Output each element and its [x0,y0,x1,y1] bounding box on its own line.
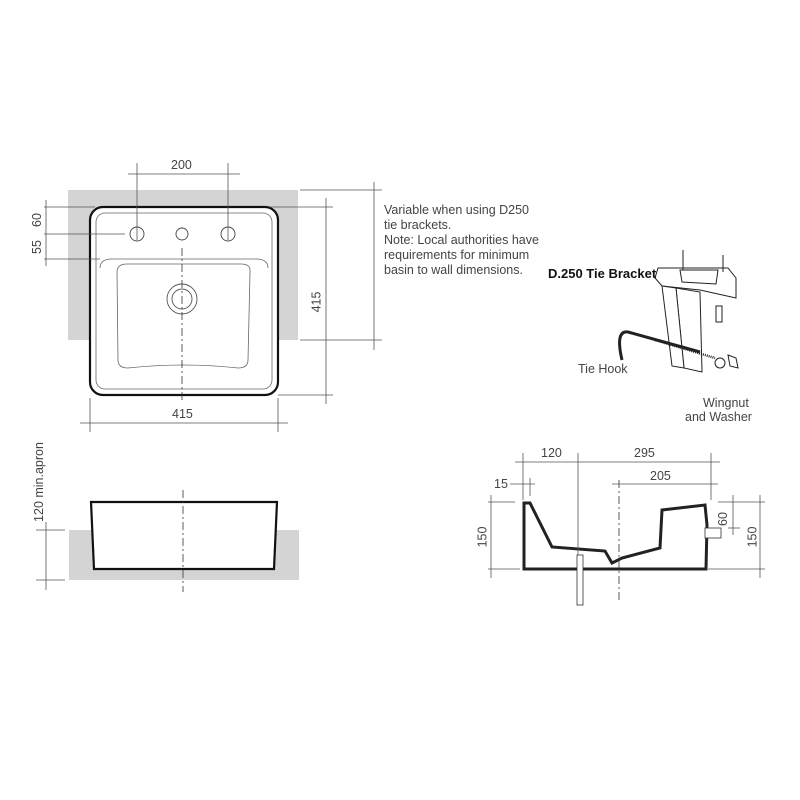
washer-label: and Washer [685,410,752,424]
dim-section-height-left: 150 [475,526,490,548]
note-line: basin to wall dimensions. [384,263,523,277]
bracket-title: D.250 Tie Bracket [548,266,657,281]
dim-depth: 415 [309,291,324,313]
tie-bracket-illustration [618,250,739,373]
wall-distance-note: Variable when using D250 tie brackets. N… [384,203,554,278]
section-view [488,453,765,606]
wingnut-label: Wingnut [703,396,749,410]
note-line: Note: Local authorities have [384,233,539,247]
dim-section-205: 205 [650,469,671,483]
dim-width: 415 [172,407,193,421]
tie-hook-label: Tie Hook [578,362,628,376]
dim-section-60: 60 [715,512,730,526]
dim-tap-to-bowl: 55 [29,240,44,254]
note-line: Variable when using D250 [384,203,530,217]
front-view [36,490,299,592]
dim-tap-spacing: 200 [171,158,192,172]
note-line: requirements for minimum [384,248,530,262]
plan-view [44,163,382,432]
note-line: tie brackets. [384,218,452,232]
dim-section-height-right: 150 [745,526,760,548]
dim-section-120: 120 [541,446,562,460]
dim-section-15: 15 [494,477,508,491]
dim-section-295: 295 [634,446,655,460]
dim-top-to-tap: 60 [29,213,44,227]
apron-label: 120 min.apron [31,442,46,522]
